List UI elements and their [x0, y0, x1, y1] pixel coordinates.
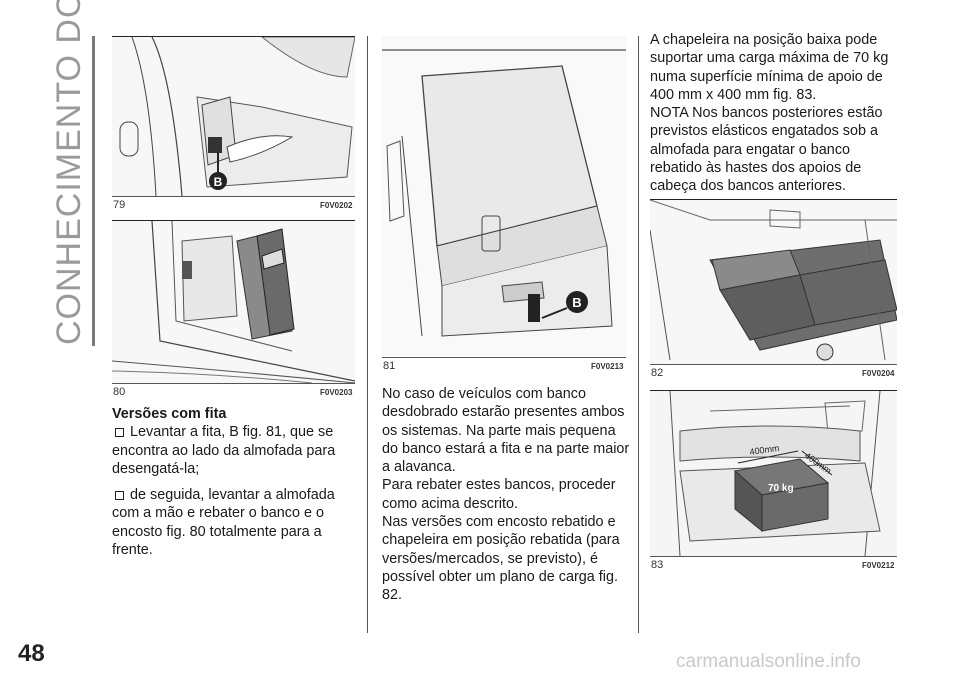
figure-81-caption-rule [382, 357, 626, 358]
figure-83-illustration: 400mm 400mm 70 kg [650, 391, 897, 556]
figure-81-illustration: B [382, 36, 626, 356]
bullet-item-1-text: Levantar a fita, B fig. 81, que se encon… [112, 424, 336, 477]
figure-81-code: F0V0213 [591, 362, 624, 371]
figure-81-number: 81 [383, 360, 396, 372]
watermark: carmanualsonline.info [676, 651, 861, 672]
paragraph-3: Nas versões com encosto rebatido e chape… [382, 514, 620, 604]
figure-83: 400mm 400mm 70 kg [650, 390, 897, 556]
checkbox-bullet-icon [115, 491, 124, 501]
figure-79-callout: B [214, 175, 223, 189]
paragraph-1: A chapeleira na posição baixa pode supor… [650, 32, 889, 103]
figure-82-number: 82 [651, 367, 664, 379]
bullet-item-1: Levantar a fita, B fig. 81, que se encon… [112, 423, 362, 478]
figure-80-caption-rule [112, 383, 355, 384]
figure-79: B [112, 36, 355, 196]
figure-80-code: F0V0203 [320, 388, 353, 397]
column-3-text: A chapeleira na posição baixa pode supor… [650, 31, 895, 196]
bullet-item-2-text: de seguida, levantar a almofada com a mã… [112, 487, 335, 559]
figure-79-code: F0V0202 [320, 201, 353, 210]
section-marker-bar [92, 36, 95, 346]
paragraph-2: Para rebater estes bancos, proceder como… [382, 477, 616, 512]
figure-82-caption-rule [650, 364, 897, 365]
column-divider-2 [638, 36, 639, 633]
column-2-text: No caso de veículos com banco desdobrado… [382, 385, 634, 605]
column-1-text: Versões com fita Levantar a fita, B fig.… [112, 405, 362, 559]
checkbox-bullet-icon [115, 428, 124, 438]
figure-83-number: 83 [651, 559, 664, 571]
figure-82 [650, 199, 897, 364]
column-divider-1 [367, 36, 368, 633]
figure-82-illustration [650, 200, 897, 364]
figure-79-number: 79 [113, 199, 126, 211]
figure-80-illustration [112, 221, 355, 383]
section-title: CONHECIMENTO DO VEÍCULO [50, 0, 88, 345]
figure-83-code: F0V0212 [862, 561, 895, 570]
figure-79-illustration: B [112, 37, 355, 196]
paragraph-1: No caso de veículos com banco desdobrado… [382, 386, 630, 476]
figure-80 [112, 220, 355, 383]
figure-83-weight-label: 70 kg [768, 483, 794, 494]
figure-81: B [382, 36, 626, 356]
section-heading: Versões com fita [112, 406, 227, 422]
page-number: 48 [18, 640, 45, 667]
figure-81-callout: B [572, 295, 581, 310]
bullet-item-2: de seguida, levantar a almofada com a mã… [112, 486, 362, 559]
figure-80-number: 80 [113, 386, 126, 398]
figure-79-caption-rule [112, 196, 355, 197]
figure-83-dimension-1: 400mm [749, 443, 780, 457]
paragraph-2: NOTA Nos bancos posteriores estão previs… [650, 105, 883, 195]
figure-83-caption-rule [650, 556, 897, 557]
figure-82-code: F0V0204 [862, 369, 895, 378]
